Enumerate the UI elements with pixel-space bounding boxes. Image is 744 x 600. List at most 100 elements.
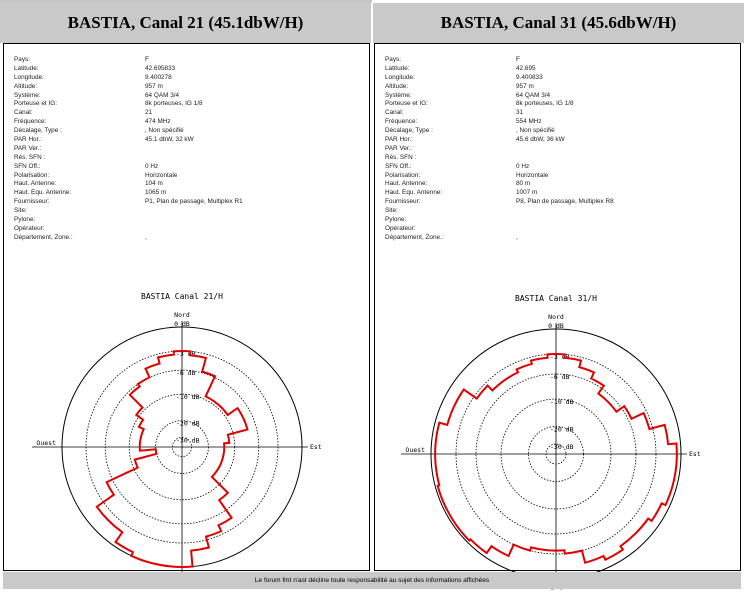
info-value: 80 m xyxy=(516,180,531,188)
info-row: Altitude:957 m xyxy=(385,83,614,92)
info-row: Altitude: 957 m xyxy=(14,83,243,92)
info-row: SFN Off.: 0 Hz xyxy=(14,163,243,172)
info-key: Pays: xyxy=(14,56,30,63)
antenna-pattern xyxy=(95,350,249,568)
info-key: SFN Off.: xyxy=(14,162,41,170)
ring-label: -30 dB xyxy=(176,436,200,444)
info-row: PAR Ver.: xyxy=(14,145,243,154)
info-key: PAR Hor.: xyxy=(14,136,42,144)
info-row: Polarisation:Horizontale xyxy=(14,172,243,181)
info-value: 31 xyxy=(516,109,524,117)
info-row: PAR Hor.:45.6 dbW, 36 kW xyxy=(385,136,614,145)
ring-label: -10 dB xyxy=(550,398,574,406)
info-key: Haut. Equ. Antenne: xyxy=(14,189,72,197)
info-key: Rés. SFN : xyxy=(385,153,417,161)
info-row: Longitude: 9.400278 xyxy=(14,74,243,83)
info-value: , xyxy=(516,233,518,241)
info-row: Pylone: xyxy=(385,216,614,225)
info-key: Fréquence: xyxy=(385,118,418,126)
info-key: Latitude: xyxy=(385,64,410,72)
info-row: Site: xyxy=(14,207,243,216)
info-row: Décalage, Type :, Non spécifié xyxy=(385,127,614,136)
compass-east: Est xyxy=(689,450,701,458)
info-row: Fournisseur:P1, Plan de passage, Multipl… xyxy=(14,198,243,207)
info-key: Haut. Antenne: xyxy=(14,180,57,188)
info-row: Canal: 21 xyxy=(14,109,243,118)
info-value: F xyxy=(516,56,520,63)
info-row: Haut. Antenne: 80 m xyxy=(385,180,614,189)
info-value: 474 MHz xyxy=(145,118,171,126)
ring-label: -20 dB xyxy=(550,426,574,434)
ring-label: -10 dB xyxy=(176,393,200,401)
info-value: Horizontale xyxy=(145,171,178,179)
info-key: Site: xyxy=(385,207,398,215)
compass-east: Est xyxy=(310,443,322,451)
footer-disclaimer: Le forum fmt n'ast décline toute respons… xyxy=(3,572,741,589)
info-key: Rés. SFN : xyxy=(14,153,46,161)
info-key: Polarisation: xyxy=(385,171,421,179)
info-value: 957 m xyxy=(145,82,163,90)
info-key: Haut. Antenne: xyxy=(385,180,428,188)
info-row: Haut. Equ. Antenne:1007 m xyxy=(385,189,614,198)
info-key: SFN Off.: xyxy=(385,162,412,170)
info-key: Opérateur: xyxy=(14,224,45,232)
info-key: Porteuse et IG: xyxy=(385,100,428,108)
info-row: Latitude:42.695833 xyxy=(14,65,243,74)
info-value: 0 Hz xyxy=(145,162,159,170)
info-key: Canal: xyxy=(14,109,33,117)
info-key: Site: xyxy=(14,207,27,215)
ring-label: -3 dB xyxy=(550,353,570,361)
info-row: Opérateur: xyxy=(385,225,614,234)
info-value: P8, Plan de passage, Multiplex R8 xyxy=(516,198,614,206)
info-value: 554 MHz xyxy=(516,118,542,126)
info-row: Fréquence: 554 MHz xyxy=(385,118,614,127)
compass-north: Nord xyxy=(174,311,190,319)
top-strip xyxy=(0,0,372,3)
info-row: Porteuse et IG: 8k porteuses, IG 1/8 xyxy=(385,100,614,109)
chart-title: BASTIA Canal 21/H xyxy=(141,292,223,301)
info-row: Porteuse et IG:8k porteuses, IG 1/8 xyxy=(14,100,243,109)
info-row: Décalage, Type :, Non spécifié xyxy=(14,127,243,136)
info-key: Opérateur: xyxy=(385,224,416,232)
info-key: Pays: xyxy=(385,56,401,63)
compass-west: Ouest xyxy=(36,439,56,447)
info-value: 1065 m xyxy=(145,189,167,197)
info-value: 8k porteuses, IG 1/8 xyxy=(516,100,574,108)
info-value: 1007 m xyxy=(516,189,538,197)
info-value: 42.695833 xyxy=(145,64,176,72)
chart-title: BASTIA Canal 31/H xyxy=(515,294,597,303)
info-value: P1, Plan de passage, Multiplex R1 xyxy=(145,198,243,206)
panel-title-right: BASTIA, Canal 31 (45.6dbW/H) xyxy=(373,3,744,43)
info-row: PAR Hor.:45.1 dbW, 32 kW xyxy=(14,136,243,145)
info-row: Opérateur: xyxy=(14,225,243,234)
info-row: Fournisseur:P8, Plan de passage, Multipl… xyxy=(385,198,614,207)
info-key: PAR Ver.: xyxy=(385,144,413,152)
info-key: Décalage, Type : xyxy=(385,127,433,135)
info-key: Fréquence: xyxy=(14,118,47,126)
ring-label: -6 dB xyxy=(550,373,570,381)
info-row: Latitude: 42.695 xyxy=(385,65,614,74)
bottom-strip xyxy=(0,590,744,600)
info-row: Département, Zone.:, xyxy=(385,234,614,243)
info-value: 42.695 xyxy=(516,64,536,72)
info-key: Département, Zone.: xyxy=(14,233,73,241)
info-value: 64 QAM 3/4 xyxy=(516,91,551,99)
info-value: 104 m xyxy=(145,180,163,188)
info-key: Altitude: xyxy=(14,82,38,90)
compass-north: Nord xyxy=(548,313,564,321)
info-key: Longitude: xyxy=(14,73,44,81)
info-value: 64 QAM 3/4 xyxy=(145,91,180,99)
info-key: Longitude: xyxy=(385,73,415,81)
info-row: Polarisation:Horizontale xyxy=(385,172,614,181)
info-row: Haut. Antenne: 104 m xyxy=(14,180,243,189)
info-value: 957 m xyxy=(516,82,534,90)
info-value: 9.400278 xyxy=(145,73,172,81)
info-value: 21 xyxy=(145,109,153,117)
info-key: Système: xyxy=(14,91,41,99)
info-row: Rés. SFN : xyxy=(385,154,614,163)
info-value: 45.6 dbW, 36 kW xyxy=(516,136,565,144)
info-row: Département, Zone.:, xyxy=(14,234,243,243)
